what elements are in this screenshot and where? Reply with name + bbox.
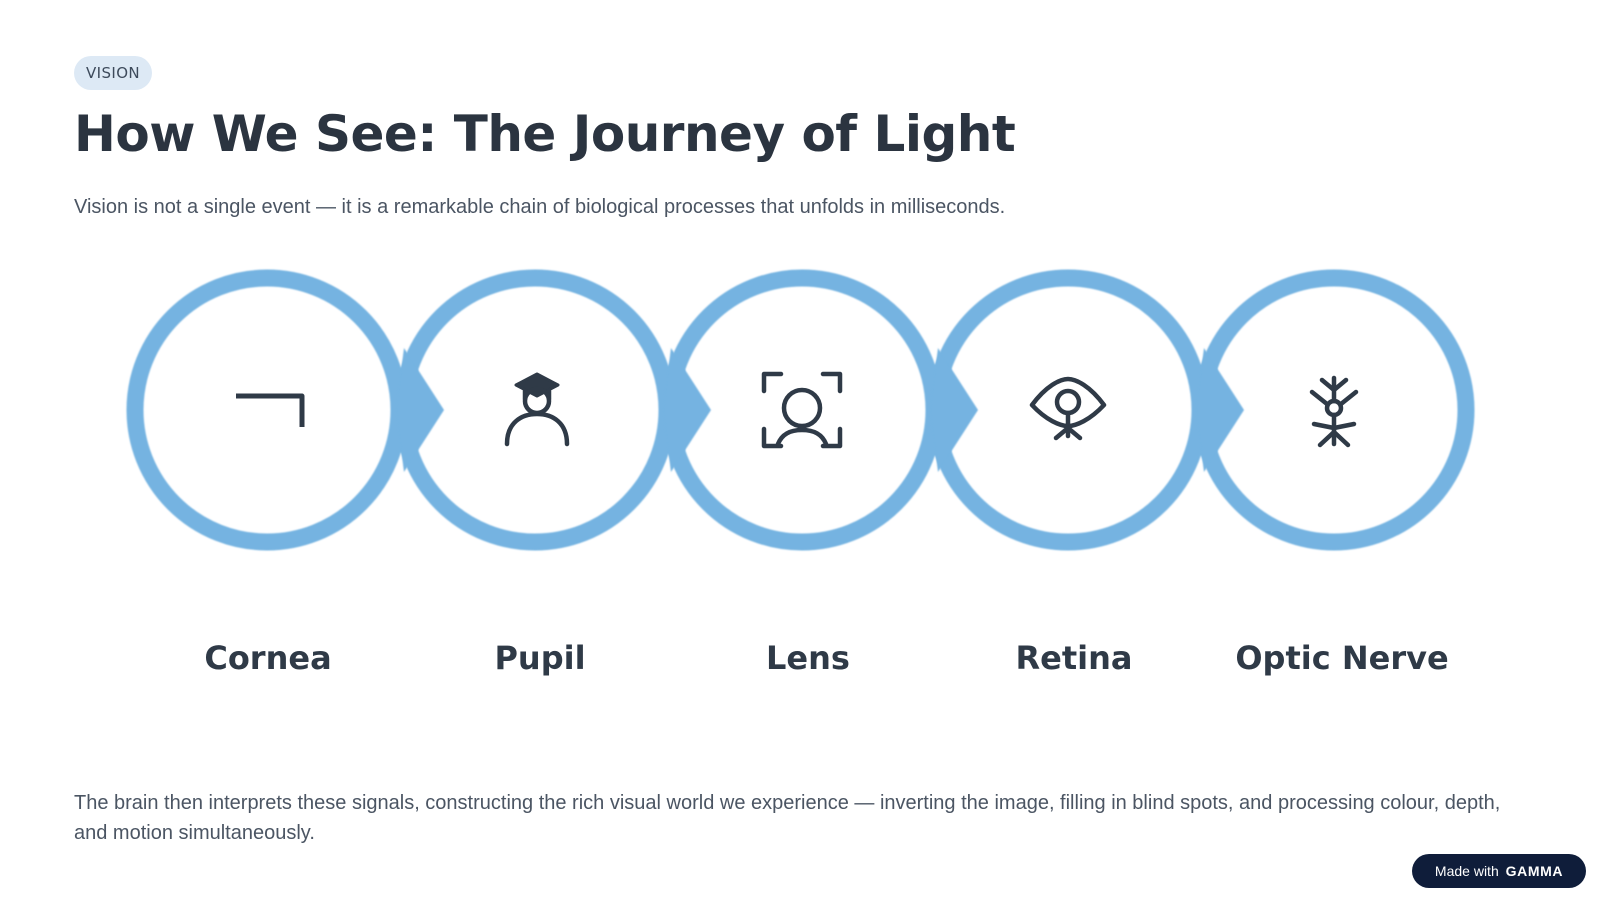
process-arrows xyxy=(396,348,1244,472)
arrow-4 xyxy=(1196,348,1244,472)
step-label-cornea: Cornea xyxy=(204,639,332,677)
step-label-optic-nerve: Optic Nerve xyxy=(1235,639,1449,677)
arrow-2 xyxy=(663,348,711,472)
badge-prefix: Made with xyxy=(1434,863,1499,879)
step-label-retina: Retina xyxy=(1015,639,1133,677)
made-with-gamma-badge[interactable]: Made with GAMMA xyxy=(1412,854,1586,888)
step-label-lens: Lens xyxy=(766,639,850,677)
process-rings xyxy=(126,269,1475,551)
page-title: How We See: The Journey of Light xyxy=(74,105,1016,163)
arrow-1 xyxy=(396,348,444,472)
section-tag: VISION xyxy=(74,56,153,90)
arrow-3 xyxy=(930,348,978,472)
step-label-pupil: Pupil xyxy=(494,639,586,677)
footer-text: The brain then interprets these signals,… xyxy=(74,792,1501,844)
page-subtitle: Vision is not a single event — it is a r… xyxy=(74,196,1006,218)
face-scan-icon xyxy=(761,371,843,449)
corner-bracket-icon xyxy=(236,393,305,427)
gamma-logo: GAMMA xyxy=(1505,863,1564,879)
graduate-icon xyxy=(504,372,570,447)
eye-icon xyxy=(1029,376,1107,441)
ring-cornea xyxy=(126,269,408,551)
neuron-icon xyxy=(1309,375,1359,448)
